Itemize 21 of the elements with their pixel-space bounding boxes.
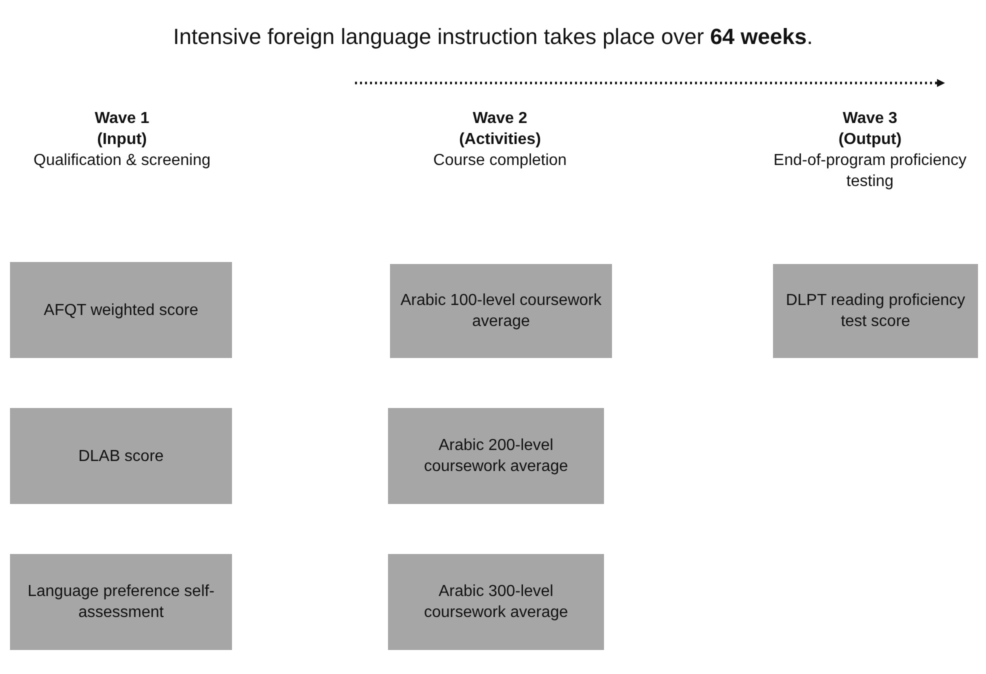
wave-description: End-of-program proficiency testing — [772, 151, 968, 192]
wave-description: Qualification & screening — [32, 151, 212, 171]
box-text: DLPT reading proficiency test score — [784, 291, 966, 332]
box-text: AFQT weighted score — [42, 300, 200, 320]
box-text: Arabic 100-level coursework average — [400, 291, 602, 332]
measure-box — [773, 264, 978, 358]
wave-heading: Wave 3 (Output) — [837, 109, 903, 150]
box-text: Arabic 300-level coursework average — [422, 582, 570, 623]
box-text: DLAB score — [77, 446, 165, 466]
wave-description: Course completion — [432, 151, 568, 171]
measure-box — [390, 264, 612, 358]
measure-box — [388, 554, 604, 650]
measure-box — [10, 554, 232, 650]
wave-heading: Wave 2 (Activities) — [458, 109, 542, 150]
measure-box — [388, 408, 604, 504]
measure-box — [10, 262, 232, 358]
box-text: Language preference self-assessment — [26, 582, 216, 623]
wave-heading: Wave 1 (Input) — [94, 109, 150, 150]
title: Intensive foreign language instruction takes place over 64 weeks. — [172, 24, 814, 50]
measure-box — [10, 408, 232, 504]
box-text: Arabic 200-level coursework average — [422, 436, 570, 477]
